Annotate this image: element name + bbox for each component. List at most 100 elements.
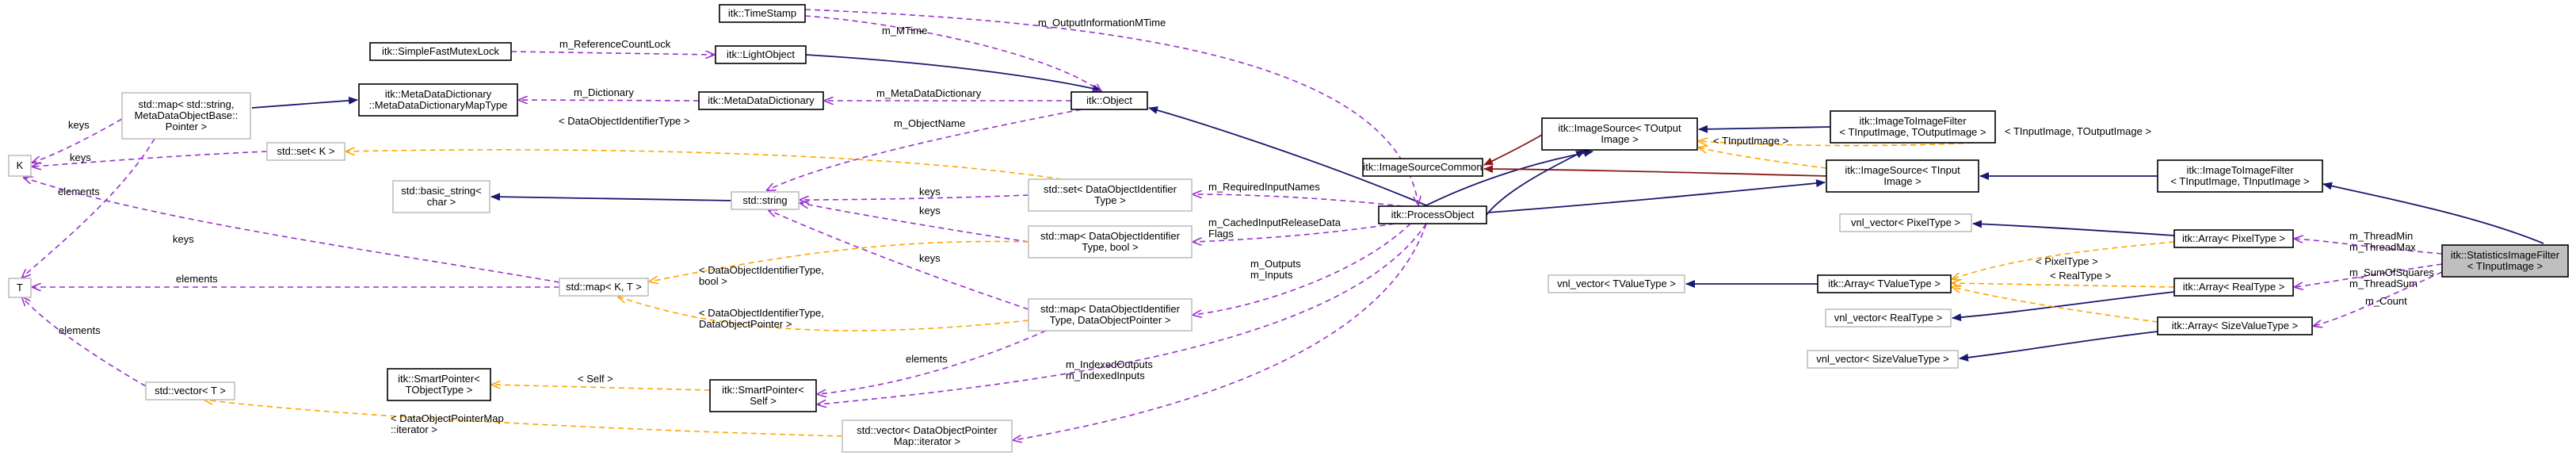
class-node-box xyxy=(709,379,817,412)
template-instantiation-arrow xyxy=(1699,148,1827,169)
class-node-vnl-tvalue[interactable]: vnl_vector< TValueType > xyxy=(1548,274,1685,293)
class-node-label: itk::MetaDataDictionary xyxy=(385,88,492,100)
class-node-imagesourcecommon[interactable]: itk::ImageSourceCommon xyxy=(1362,158,1483,177)
class-node-T[interactable]: T xyxy=(8,278,32,298)
member-usage-arrow xyxy=(800,203,1029,243)
class-node-label: itk::ImageSourceCommon xyxy=(1363,161,1482,173)
class-node-label: char > xyxy=(427,196,456,208)
member-usage-arrow xyxy=(800,194,1029,200)
class-node-box xyxy=(1362,158,1483,177)
edge-label: m_ObjectName xyxy=(894,117,965,129)
class-node-label: std::vector< DataObjectPointer xyxy=(857,424,998,436)
inheritance-arrow xyxy=(1972,220,2175,236)
class-node-label: itk::Array< PixelType > xyxy=(2182,232,2285,244)
class-node-array-sizevalue[interactable]: itk::Array< SizeValueType > xyxy=(2157,316,2313,335)
class-node-imagetoimagefilter-in-out[interactable]: itk::ImageToImageFilter< TInputImage, TO… xyxy=(1830,110,1996,144)
class-node-label: itk::Array< TValueType > xyxy=(1828,278,1941,289)
class-node-label: itk::ImageSource< TOutput xyxy=(1558,122,1681,134)
edge-label: m_ReferenceCountLock xyxy=(559,38,671,50)
class-node-label: std::set< DataObjectIdentifier xyxy=(1044,183,1177,195)
class-node-map-doid-ptr[interactable]: std::map< DataObjectIdentifierType, Data… xyxy=(1028,298,1193,331)
class-node-box xyxy=(1541,117,1698,151)
class-node-box xyxy=(559,278,649,297)
inheritance-arrow xyxy=(251,96,358,109)
edge-label: m_IndexedInputs xyxy=(1066,370,1145,381)
class-node-mdd-maptype[interactable]: itk::MetaDataDictionary::MetaDataDiction… xyxy=(358,83,518,117)
class-node-processobject[interactable]: itk::ProcessObject xyxy=(1378,205,1487,224)
member-usage-arrow xyxy=(818,223,1427,404)
class-node-basic-string[interactable]: std::basic_string<char > xyxy=(392,180,490,213)
class-node-box xyxy=(387,368,491,401)
template-instantiation-arrow xyxy=(650,240,1029,282)
class-node-label: std::map< DataObjectIdentifier xyxy=(1040,230,1181,242)
class-node-box xyxy=(121,92,251,140)
class-node-vector-T[interactable]: std::vector< T > xyxy=(145,381,235,400)
edge-label: elements xyxy=(906,353,948,365)
class-node-label: vnl_vector< TValueType > xyxy=(1557,278,1676,289)
class-node-label: std::map< DataObjectIdentifier xyxy=(1040,303,1181,315)
class-node-timestamp[interactable]: itk::TimeStamp xyxy=(719,4,806,23)
edge-label: elements xyxy=(176,273,218,285)
class-node-box xyxy=(8,155,32,177)
class-node-K[interactable]: K xyxy=(8,155,32,177)
template-instantiation-arrow xyxy=(1952,287,2158,323)
member-usage-arrow xyxy=(1193,223,1411,315)
class-node-label: Map::iterator > xyxy=(894,435,960,447)
class-node-array-real[interactable]: itk::Array< RealType > xyxy=(2173,278,2294,297)
class-node-set-doid[interactable]: std::set< DataObjectIdentifierType > xyxy=(1028,178,1193,212)
member-usage-arrow xyxy=(1193,194,1403,207)
class-node-label: vnl_vector< RealType > xyxy=(1834,312,1943,324)
class-node-imagesource-out[interactable]: itk::ImageSource< TOutputImage > xyxy=(1541,117,1698,151)
class-node-map-doid-bool[interactable]: std::map< DataObjectIdentifierType, bool… xyxy=(1028,225,1193,259)
class-node-box xyxy=(1070,91,1148,110)
edge-label: keys xyxy=(919,186,941,197)
class-node-vnl-sizevalue[interactable]: vnl_vector< SizeValueType > xyxy=(1807,350,1959,369)
class-node-metadatadictionary[interactable]: itk::MetaDataDictionary xyxy=(698,91,824,110)
edge-label: m_IndexedOutputs xyxy=(1066,358,1153,370)
class-node-label: Pointer > xyxy=(166,121,207,132)
class-node-set-K[interactable]: std::set< K > xyxy=(266,142,345,161)
class-node-label: ::MetaDataDictionaryMapType xyxy=(369,99,508,111)
class-node-simplefastmutexlock[interactable]: itk::SimpleFastMutexLock xyxy=(369,42,512,61)
inheritance-arrow xyxy=(1148,106,1427,206)
class-node-array-pixel[interactable]: itk::Array< PixelType > xyxy=(2173,229,2294,248)
class-node-vnl-real[interactable]: vnl_vector< RealType > xyxy=(1825,308,1952,328)
inheritance-arrow xyxy=(1698,125,1831,133)
class-node-box xyxy=(1028,298,1193,331)
template-instantiation-arrow xyxy=(1952,241,2175,279)
edge-label: Flags xyxy=(1208,228,1234,239)
class-node-box xyxy=(2173,278,2294,297)
class-node-lightobject[interactable]: itk::LightObject xyxy=(715,45,807,64)
class-node-string[interactable]: std::string xyxy=(731,191,800,210)
edge-label: m_MTime xyxy=(882,25,927,36)
class-node-label: std::map< K, T > xyxy=(566,281,642,293)
class-node-label: Type > xyxy=(1094,194,1125,206)
class-node-label: Type, DataObjectPointer > xyxy=(1050,314,1171,326)
template-instantiation-arrow xyxy=(492,385,711,391)
class-node-smartptr-self[interactable]: itk::SmartPointer<Self > xyxy=(709,379,817,412)
inheritance-arrow xyxy=(2322,182,2544,244)
edge-label: m_Count xyxy=(2365,295,2407,307)
class-node-map-string-ptr[interactable]: std::map< std::string,MetaDataObjectBase… xyxy=(121,92,251,140)
edge-label: ::iterator > xyxy=(391,423,437,435)
class-node-label: TObjectType > xyxy=(406,384,473,396)
member-usage-arrow xyxy=(22,138,155,278)
class-node-imagetoimagefilter-in-in[interactable]: itk::ImageToImageFilter< TInputImage, TI… xyxy=(2157,159,2323,193)
class-node-smartptr-T[interactable]: itk::SmartPointer<TObjectType > xyxy=(387,368,491,401)
class-node-vector-doptr-iter[interactable]: std::vector< DataObjectPointerMap::itera… xyxy=(841,420,1013,453)
class-node-label: < TInputImage, TInputImage > xyxy=(2170,175,2309,187)
class-node-label: vnl_vector< PixelType > xyxy=(1851,217,1960,228)
class-node-box xyxy=(1378,205,1487,224)
class-node-map-K-T[interactable]: std::map< K, T > xyxy=(559,278,649,297)
class-node-array-tvalue[interactable]: itk::Array< TValueType > xyxy=(1817,274,1952,293)
class-node-object[interactable]: itk::Object xyxy=(1070,91,1148,110)
class-node-box xyxy=(392,180,490,213)
class-node-vnl-pixel[interactable]: vnl_vector< PixelType > xyxy=(1839,213,1972,232)
member-usage-arrow xyxy=(767,109,1082,190)
class-node-box xyxy=(698,91,824,110)
class-node-box xyxy=(2441,244,2569,278)
member-usage-arrow xyxy=(1013,223,1427,440)
class-node-imagesource-in[interactable]: itk::ImageSource< TInputImage > xyxy=(1826,159,1979,193)
class-node-label: std::basic_string< xyxy=(401,185,482,197)
template-instantiation-arrow xyxy=(618,297,1029,331)
